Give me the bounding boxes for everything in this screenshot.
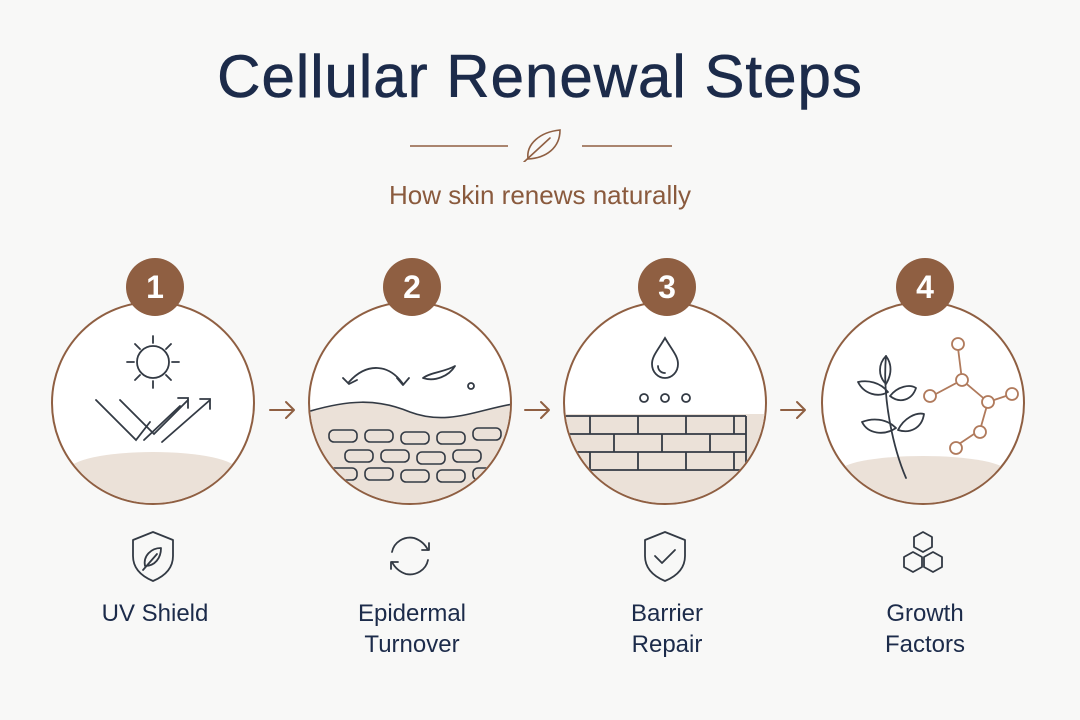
step-number-badge: 2 (383, 258, 441, 316)
step-1: 1 UV Shield (50, 258, 260, 668)
step-number-badge: 1 (126, 258, 184, 316)
shield-leaf-icon (132, 531, 174, 582)
step-label: UV Shield (101, 600, 209, 627)
arrow-right-icon (269, 401, 295, 419)
hexagon-cluster-icon (903, 531, 943, 573)
step-3: 3 Barrier Repair (562, 258, 772, 668)
step-4: 4 Growth Factors (820, 258, 1030, 668)
step-number-badge: 4 (896, 258, 954, 316)
arrow-right-icon (524, 401, 550, 419)
page-title: Cellular Renewal Steps (217, 43, 863, 111)
step-2: 2 (307, 258, 517, 668)
page-subtitle: How skin renews naturally (388, 180, 691, 210)
step-number-badge: 3 (638, 258, 696, 316)
water-drop-brick-wall-icon (563, 301, 767, 505)
plant-molecule-icon (821, 301, 1025, 505)
step-label: Growth Factors (884, 600, 965, 658)
skin-cell-layers-icon (308, 301, 512, 505)
step-label: Epidermal Turnover (357, 600, 467, 658)
shield-check-icon (644, 531, 686, 582)
sun-uv-rays-icon (51, 301, 255, 505)
arrow-right-icon (780, 401, 806, 419)
step-label: Barrier Repair (630, 600, 703, 658)
leaf-divider (410, 129, 672, 162)
refresh-cycle-icon (390, 536, 430, 576)
leaf-icon (523, 129, 561, 162)
